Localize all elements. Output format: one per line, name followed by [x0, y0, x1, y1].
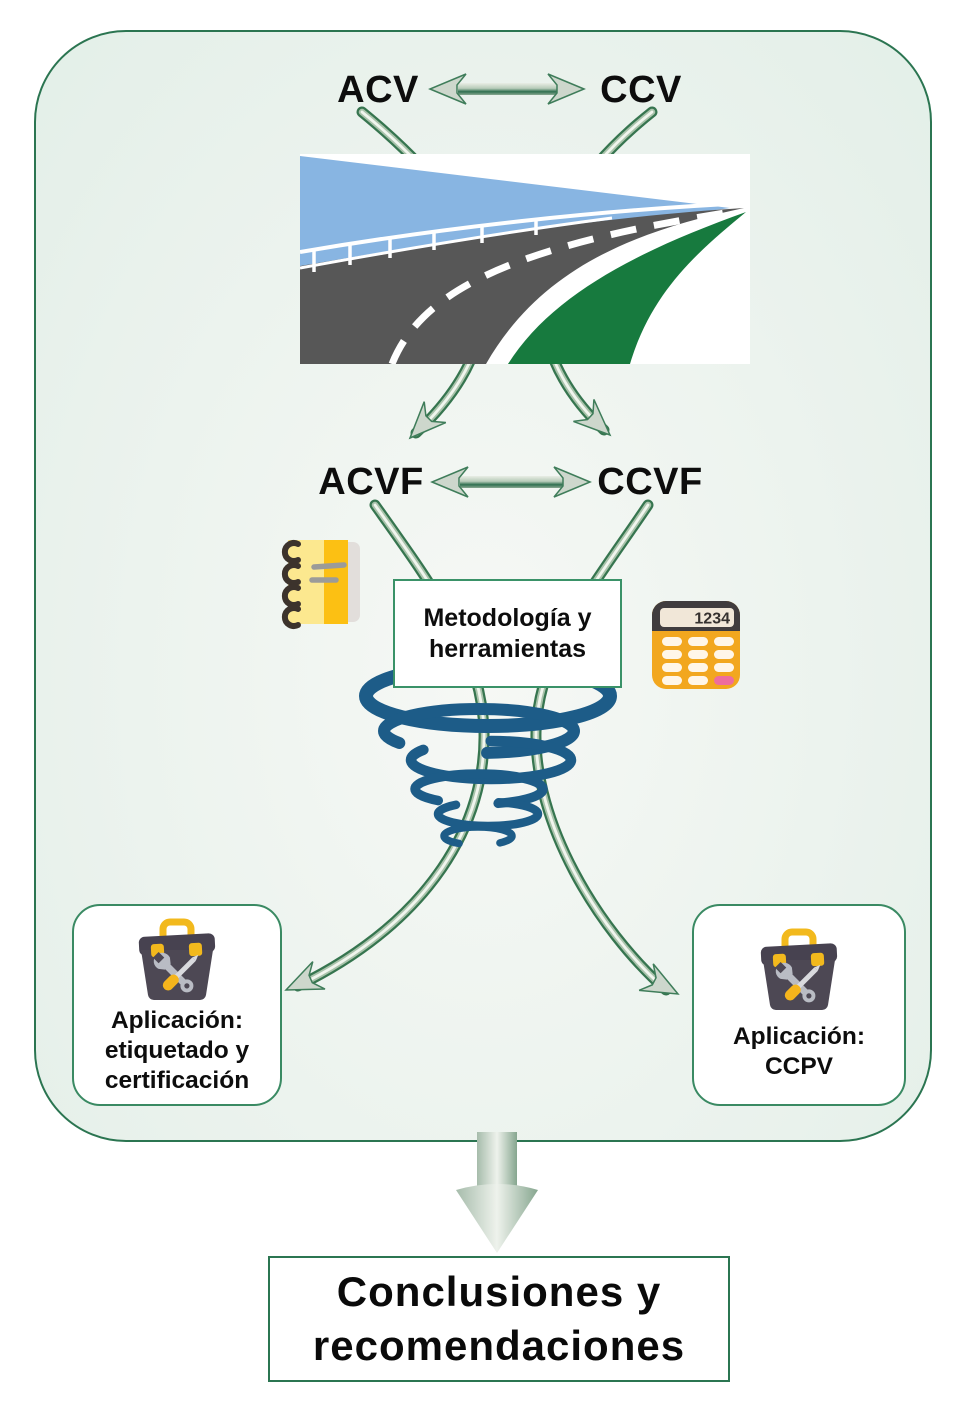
node-ccvf: CCVF [597, 461, 703, 503]
asphalt-road-shape [300, 208, 744, 364]
conclusions-box: Conclusiones y recomendaciones [268, 1256, 730, 1382]
note-lines [309, 562, 347, 583]
calculator-icon: 1234 [652, 601, 740, 689]
app-left-line3: certificación [104, 1067, 250, 1094]
app-left-line2: etiquetado y [104, 1037, 250, 1064]
methodology-box: Metodología y herramientas [393, 579, 622, 688]
main-frame: ACV CCV ACVF CCVF [34, 30, 932, 1142]
methodology-line1: Metodología y [423, 603, 592, 632]
road-centerline [388, 207, 739, 364]
big-down-arrow [456, 1132, 538, 1253]
conclusions-line2: recomendaciones [312, 1322, 686, 1369]
vortex-spiral-icon [359, 659, 617, 849]
app-box-labeling: Aplicación: etiquetado y certificación [72, 904, 282, 1106]
node-acv: ACV [337, 69, 419, 111]
conclusions-line1: Conclusiones y [336, 1268, 662, 1315]
guardrail-top [300, 201, 749, 254]
spiral-rings [281, 540, 301, 629]
guardrail-bottom [300, 216, 613, 270]
app-right-line2: CCPV [764, 1053, 834, 1080]
app-left-line1: Aplicación: [110, 1007, 244, 1034]
sky-shape [300, 156, 730, 266]
screwdriver-glyph [784, 964, 821, 1001]
notebook-icon [281, 540, 360, 629]
app-right-line1: Aplicación: [732, 1023, 866, 1050]
calculator-buttons [662, 637, 734, 685]
toolbox-icon [138, 918, 216, 1001]
toolbox-icon [760, 928, 838, 1011]
highway-illustration [300, 154, 750, 364]
double-arrow-acv-ccv [429, 73, 585, 105]
methodology-line2: herramientas [428, 634, 587, 663]
node-ccv: CCV [600, 69, 682, 111]
wrench-glyph [152, 951, 194, 993]
app-box-ccpv: Aplicación: CCPV [692, 904, 906, 1106]
wrench-glyph [774, 961, 816, 1003]
guardrail-posts [312, 220, 538, 272]
screwdriver-glyph [162, 954, 199, 991]
node-acvf: ACVF [318, 461, 424, 503]
calculator-display: 1234 [694, 611, 730, 628]
green-road-shape [508, 212, 746, 364]
calculator-pink-button [714, 676, 734, 685]
double-arrow-acvf-ccvf [431, 466, 591, 498]
